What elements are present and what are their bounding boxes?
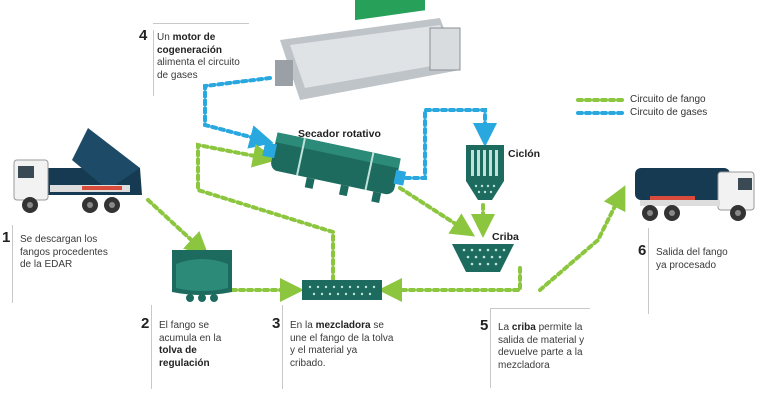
step-3-divider xyxy=(282,305,283,389)
step-number: 2 xyxy=(141,315,150,332)
step-text: El fango se acumula en la tolva de regul… xyxy=(159,320,222,369)
sieve-illustration xyxy=(452,244,514,272)
label-secador: Secador rotativo xyxy=(298,128,381,140)
hopper-illustration xyxy=(172,250,232,302)
step-number: 5 xyxy=(480,317,489,334)
step-number: 1 xyxy=(2,229,11,246)
rotary-dryer-illustration xyxy=(262,132,407,203)
step-4-top-rule xyxy=(153,23,249,24)
cyclone-illustration xyxy=(466,145,504,200)
label-criba: Criba xyxy=(492,231,519,243)
legend-gases: Circuito de gases xyxy=(630,107,708,118)
step-text: Se descargan los fangos procedentes de l… xyxy=(20,234,108,270)
step-2-divider xyxy=(151,305,152,389)
step-text: Un motor de cogeneración alimenta el cir… xyxy=(157,32,240,81)
truck-2-illustration xyxy=(635,168,755,221)
truck-1-illustration xyxy=(13,128,142,213)
step-number: 3 xyxy=(272,315,281,332)
step-5-top-rule xyxy=(490,308,590,309)
step-5-divider xyxy=(490,308,491,388)
legend-fango: Circuito de fango xyxy=(630,94,706,105)
step-text: Salida del fango ya procesado xyxy=(656,247,728,271)
step-text: La criba permite la salida de material y… xyxy=(498,322,585,371)
step-number: 4 xyxy=(139,27,148,44)
gas-circuit xyxy=(203,76,497,180)
legend-swatches xyxy=(576,98,624,115)
step-4-divider xyxy=(153,30,154,96)
step-text: En la mezcladora se une el fango de la t… xyxy=(290,320,394,369)
step-number: 6 xyxy=(638,242,647,259)
step-6-divider xyxy=(648,228,649,314)
cogeneration-engine-illustration xyxy=(275,0,461,100)
sludge-circuit xyxy=(146,142,626,302)
mixer-illustration xyxy=(302,280,382,300)
label-ciclon: Ciclón xyxy=(508,148,541,160)
step-1-divider xyxy=(12,225,13,303)
